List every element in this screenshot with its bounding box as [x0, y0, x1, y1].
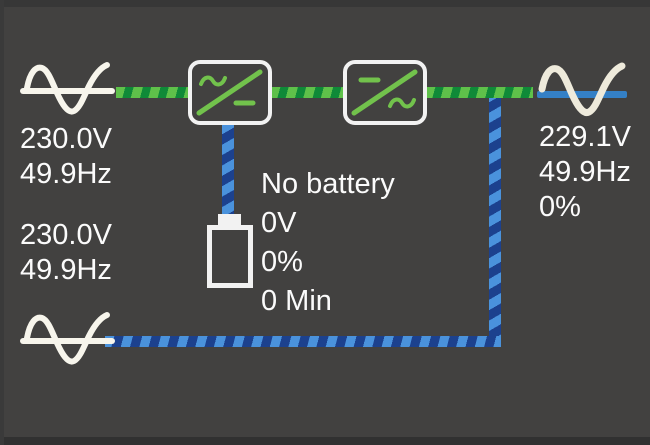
- frame-bottom-edge: [0, 437, 650, 445]
- input-frequency: 49.9Hz: [20, 158, 112, 190]
- sine-curve: [24, 62, 110, 115]
- output-readings: 229.1V 49.9Hz 0%: [539, 120, 631, 225]
- dc-ac-symbol: [351, 69, 418, 116]
- battery-charge: 0%: [261, 246, 303, 278]
- sine-curve: [24, 312, 110, 365]
- diagonal-line: [196, 69, 263, 116]
- input-voltage: 230.0V: [20, 123, 112, 155]
- sine-curve: [538, 62, 626, 116]
- output-ac-line: [537, 91, 627, 98]
- bypass-readings: 230.0V 49.9Hz: [20, 218, 112, 288]
- input-readings: 230.0V 49.9Hz: [20, 122, 112, 192]
- ac-tilde: [388, 97, 416, 109]
- output-voltage: 229.1V: [539, 121, 631, 153]
- input-power-line: [116, 87, 191, 98]
- battery-runtime: 0 Min: [261, 285, 332, 317]
- dc-link-line: [271, 87, 345, 98]
- output-frequency: 49.9Hz: [539, 156, 631, 188]
- output-power-line: [426, 87, 533, 98]
- bypass-line-vertical: [489, 92, 501, 347]
- bypass-line-horizontal: [105, 336, 501, 347]
- battery-line: [222, 124, 234, 216]
- battery-terminal: [218, 214, 241, 226]
- battery-body: [207, 225, 253, 288]
- rectifier-icon: [188, 60, 272, 125]
- bypass-frequency: 49.9Hz: [20, 254, 112, 286]
- inverter-icon: [343, 60, 427, 125]
- frame-left-edge: [0, 0, 4, 445]
- bypass-voltage: 230.0V: [20, 219, 112, 251]
- ac-tilde: [199, 75, 227, 87]
- frame-top-edge: [0, 0, 650, 7]
- diagonal-line: [351, 69, 418, 116]
- battery-icon: [207, 214, 253, 288]
- ac-dc-symbol: [196, 69, 263, 116]
- battery-readings: No battery 0V 0% 0 Min: [261, 165, 395, 321]
- battery-voltage: 0V: [261, 207, 297, 239]
- input-sine-icon: [20, 62, 115, 115]
- output-sine-icon: [538, 62, 626, 116]
- bypass-sine-icon: [20, 312, 115, 365]
- battery-status: No battery: [261, 168, 395, 200]
- output-load: 0%: [539, 191, 581, 223]
